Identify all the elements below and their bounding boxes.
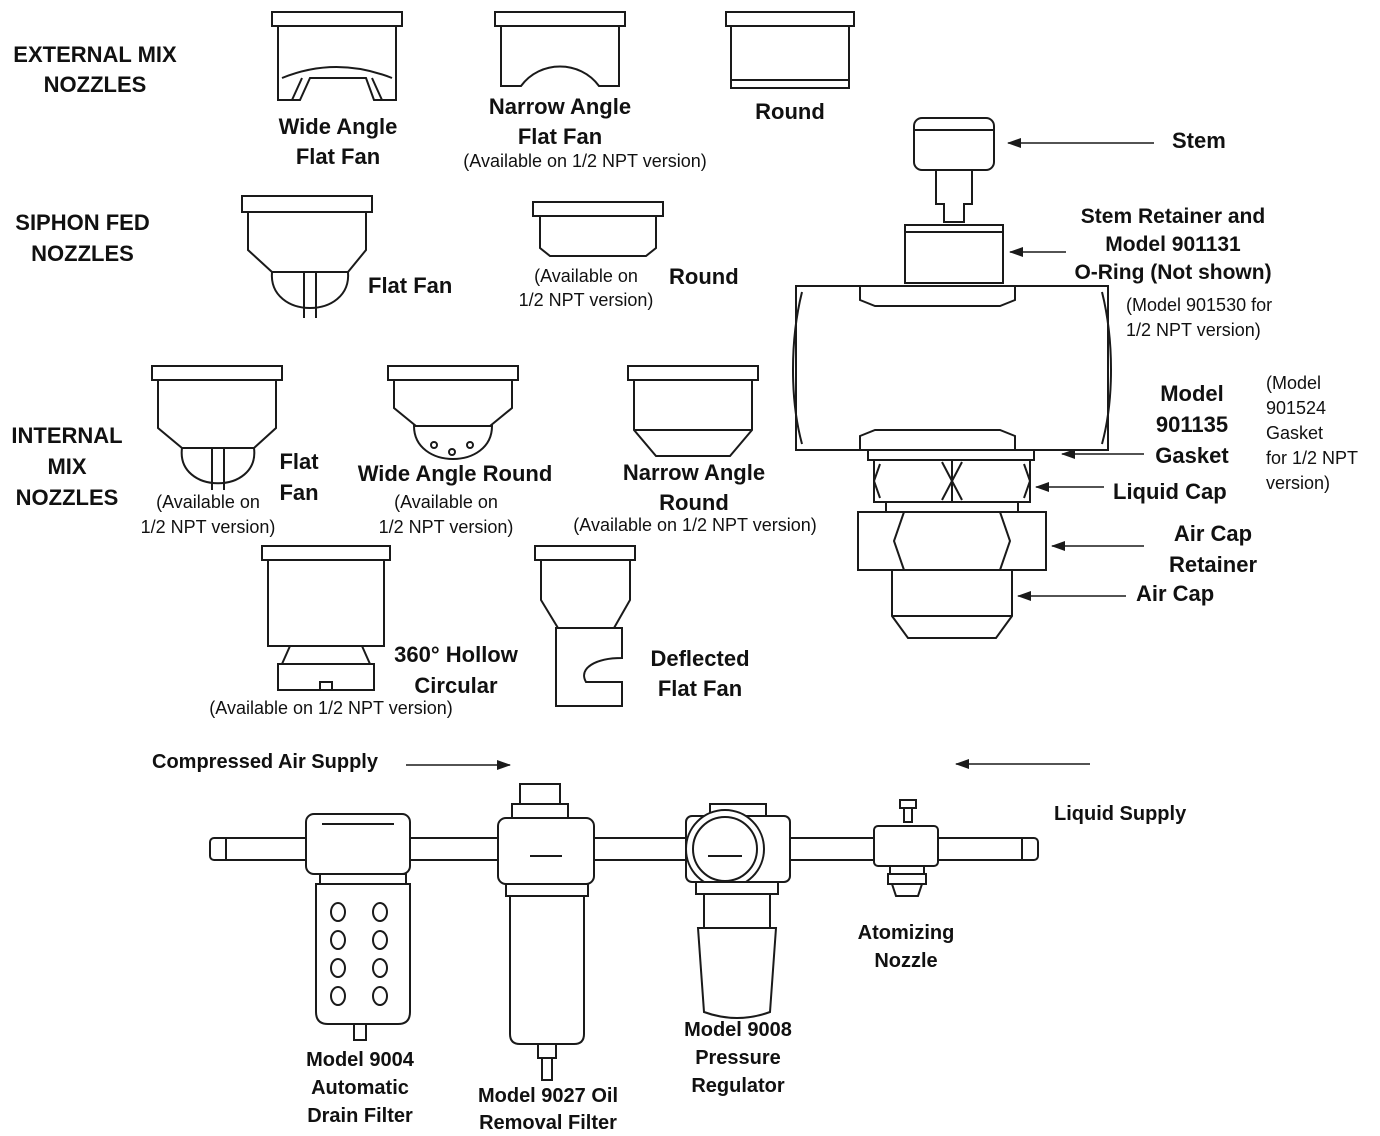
siphon-flat-fan-label: Flat Fan bbox=[368, 273, 453, 298]
hollow-circular-availability-note: (Available on 1/2 NPT version) bbox=[209, 698, 453, 718]
wide-angle-round-nozzle bbox=[387, 365, 519, 460]
assembly-leader-arrows bbox=[1007, 138, 1154, 601]
external-round-nozzle bbox=[725, 11, 855, 89]
drain-filter-unit bbox=[305, 813, 411, 1041]
narrow-angle-round-nozzle bbox=[627, 365, 759, 457]
air-cap-label: Air Cap bbox=[1136, 581, 1215, 606]
atomizing-nozzle-assembly bbox=[792, 117, 1112, 639]
deflected-flat-fan-nozzle bbox=[534, 545, 636, 707]
siphon-flat-fan-nozzle bbox=[241, 195, 373, 318]
stem-label: Stem bbox=[1172, 128, 1226, 153]
internal-flat-fan-nozzle bbox=[151, 365, 283, 490]
narrow-angle-flat-fan-nozzle bbox=[494, 11, 626, 87]
oil-removal-filter-unit bbox=[497, 783, 595, 1081]
inline-atomizing-nozzle bbox=[873, 799, 939, 897]
hollow-circular-nozzle bbox=[261, 545, 391, 691]
narrow-angle-availability-note: (Available on 1/2 NPT version) bbox=[463, 151, 707, 171]
liquid-cap-label: Liquid Cap bbox=[1113, 479, 1227, 504]
siphon-round-nozzle bbox=[532, 201, 664, 257]
wide-angle-round-label: Wide Angle Round bbox=[357, 461, 553, 486]
siphon-round-label: Round bbox=[669, 264, 739, 289]
pressure-regulator-unit bbox=[685, 803, 791, 1019]
external-round-label: Round bbox=[755, 99, 825, 124]
compressed-air-supply-label: Compressed Air Supply bbox=[152, 751, 378, 773]
narrow-angle-round-availability-note: (Available on 1/2 NPT version) bbox=[573, 515, 817, 535]
liquid-supply-label: Liquid Supply bbox=[1054, 803, 1187, 825]
supply-pipe bbox=[209, 837, 1039, 861]
wide-angle-flat-fan-nozzle bbox=[271, 11, 403, 101]
